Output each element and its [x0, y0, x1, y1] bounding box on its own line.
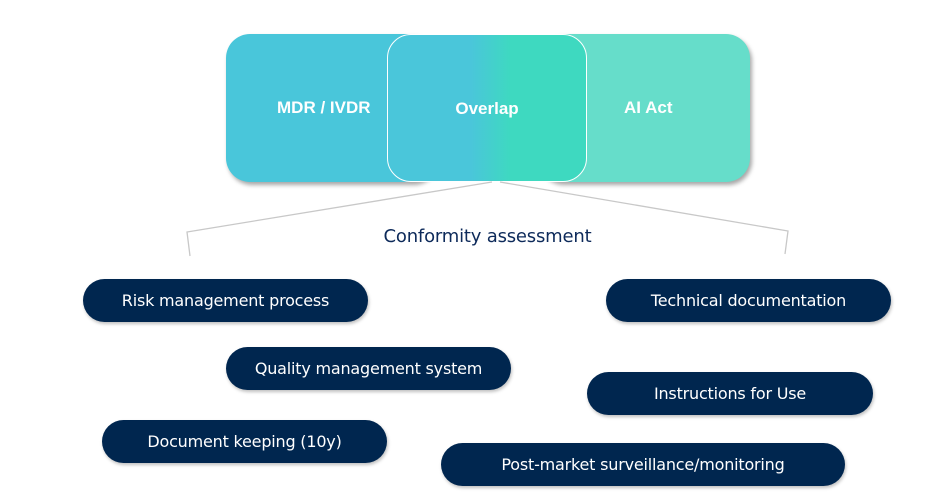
conformity-assessment-label: Conformity assessment [383, 226, 592, 247]
overlap-label: Overlap [455, 99, 519, 118]
requirement-label: Technical documentation [650, 291, 847, 310]
requirement-label: Risk management process [121, 291, 330, 310]
mdr-ivdr-label: MDR / IVDR [277, 98, 371, 117]
requirement-label: Post-market surveillance/monitoring [501, 455, 785, 474]
requirement-post-market-surveillance: Post-market surveillance/monitoring [441, 443, 845, 486]
requirement-label: Instructions for Use [653, 384, 807, 403]
requirement-label: Document keeping (10y) [147, 432, 342, 451]
requirement-risk-management: Risk management process [83, 279, 368, 322]
requirement-technical-documentation: Technical documentation [606, 279, 891, 322]
requirement-label: Quality management system [254, 359, 483, 378]
overlap-box: Overlap [387, 34, 587, 182]
requirement-document-keeping: Document keeping (10y) [102, 420, 387, 463]
requirement-quality-management: Quality management system [226, 347, 511, 390]
ai-act-label: AI Act [624, 98, 673, 117]
requirement-instructions-for-use: Instructions for Use [587, 372, 873, 415]
